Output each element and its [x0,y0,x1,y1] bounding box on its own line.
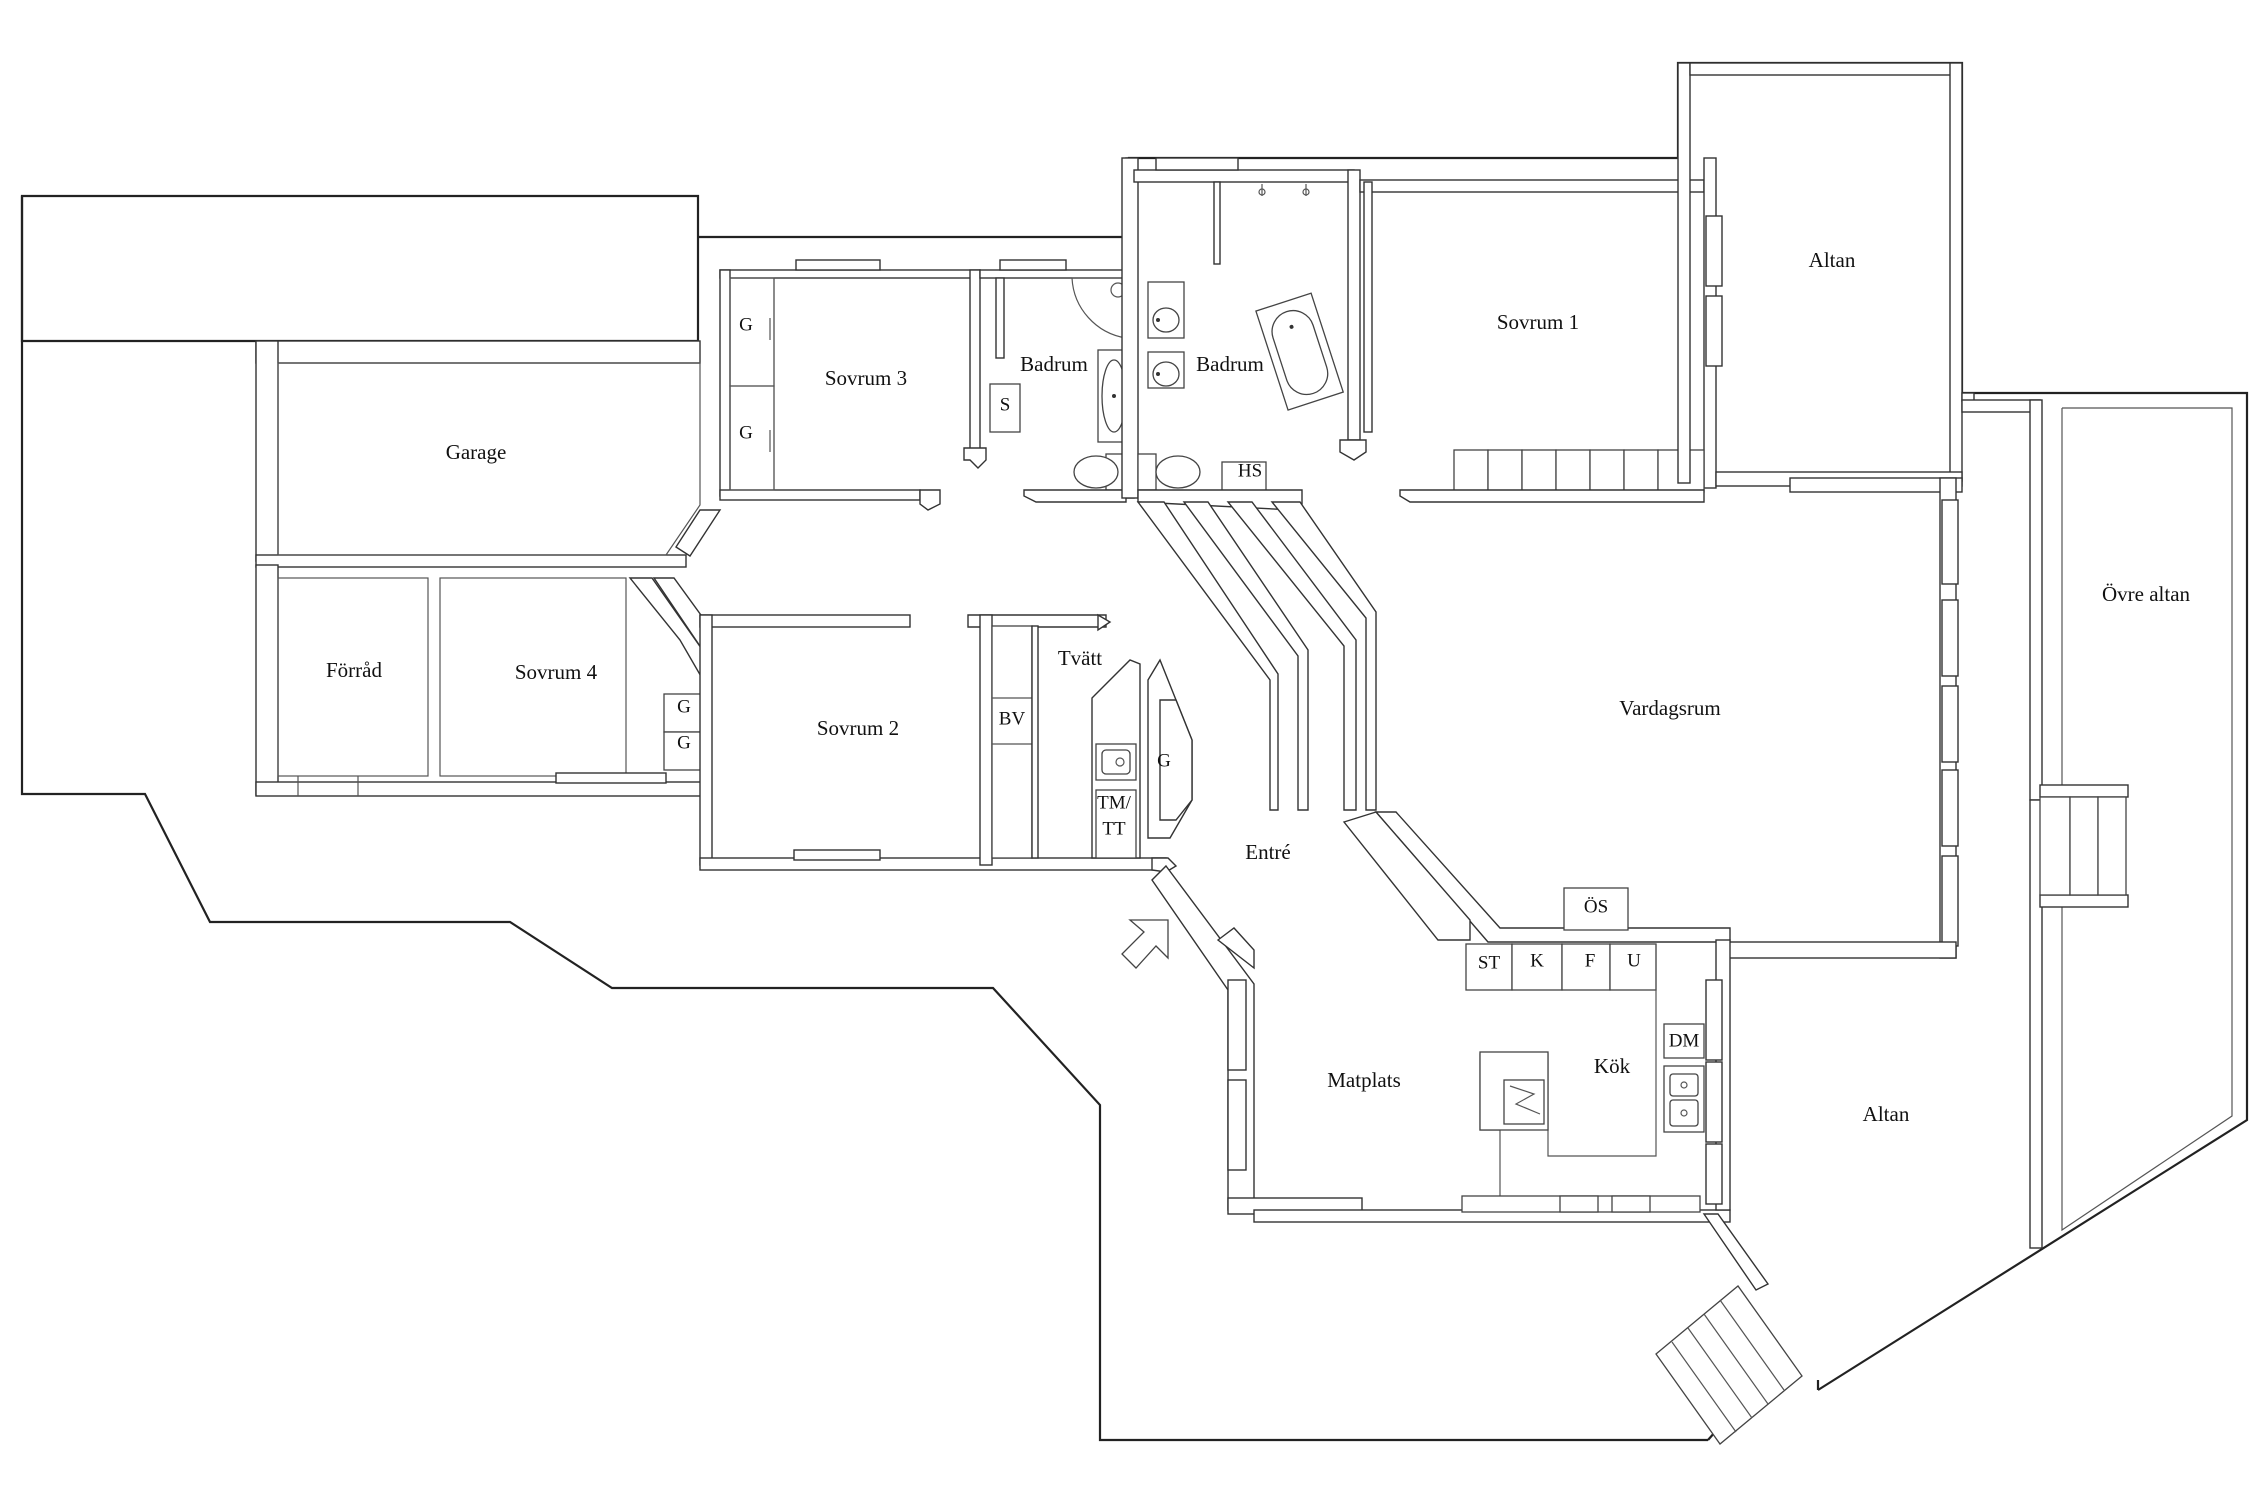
altan-bottom-block [1655,1213,1803,1445]
fixture-label-g-sovrum3-bottom: G [739,422,753,443]
fixture-label-k: K [1530,950,1544,971]
fixture-label-f: F [1585,950,1596,971]
fixture-label-bv: BV [999,708,1026,729]
sovrum1-wardrobes [1453,449,1705,493]
garage-block [255,340,707,797]
fixture-label-st: ST [1478,952,1501,973]
sovrum4-closets [663,693,705,771]
room-label-garage: Garage [446,440,507,464]
sovrum1-block [1359,157,1723,503]
room-label-tvatt: Tvätt [1058,646,1102,670]
fixture-label-dm: DM [1669,1030,1700,1051]
fixture-label-u: U [1627,950,1641,971]
kitchen-dining-block [1151,811,1731,1223]
room-label-forrad: Förråd [326,658,382,682]
badrum-large [1121,157,1367,511]
fixture-label-g-sovrum4-top: G [677,696,691,717]
room-label-ovre-altan: Övre altan [2102,582,2191,606]
kitchen-fixtures [1461,887,1705,1213]
fixture-label-s: S [1000,394,1011,415]
ovre-altan-block [1961,392,2233,1249]
fixture-label-g-tvatt: G [1157,750,1171,771]
sovrum3-block [719,259,987,511]
entrance-arrow-icon [1121,919,1169,969]
diagonal-walls-center [1136,501,1377,811]
room-label-badrum-large: Badrum [1196,352,1264,376]
fixture-labels: G G G G G S HS BV TM/ TT ÖS ST K F U DM [677,314,1699,1051]
sovrum2-tvatt-block [699,613,1193,873]
fixture-label-os: ÖS [1584,896,1608,917]
room-label-altan-top: Altan [1809,248,1856,272]
room-label-sovrum4: Sovrum 4 [515,660,598,684]
room-label-vardagsrum: Vardagsrum [1619,696,1720,720]
fixture-label-hs: HS [1238,460,1262,481]
room-label-entre: Entré [1245,840,1290,864]
fixture-label-g-sovrum3-top: G [739,314,753,335]
room-labels: Garage Förråd Sovrum 4 Sovrum 3 Sovrum 2… [326,248,2191,1126]
fixture-label-g-sovrum4-bottom: G [677,732,691,753]
room-label-sovrum3: Sovrum 3 [825,366,907,390]
room-label-sovrum1: Sovrum 1 [1497,310,1579,334]
room-label-badrum-small: Badrum [1020,352,1088,376]
room-label-sovrum2: Sovrum 2 [817,716,899,740]
room-label-kok: Kök [1594,1054,1631,1078]
badrum-small [979,157,1135,503]
vardagsrum-block [1725,477,1963,959]
room-label-altan-bottom: Altan [1863,1102,1910,1126]
fixture-label-tm: TM/ [1097,792,1132,813]
fixture-label-tt: TT [1102,818,1126,839]
room-label-matplats: Matplats [1327,1068,1401,1092]
